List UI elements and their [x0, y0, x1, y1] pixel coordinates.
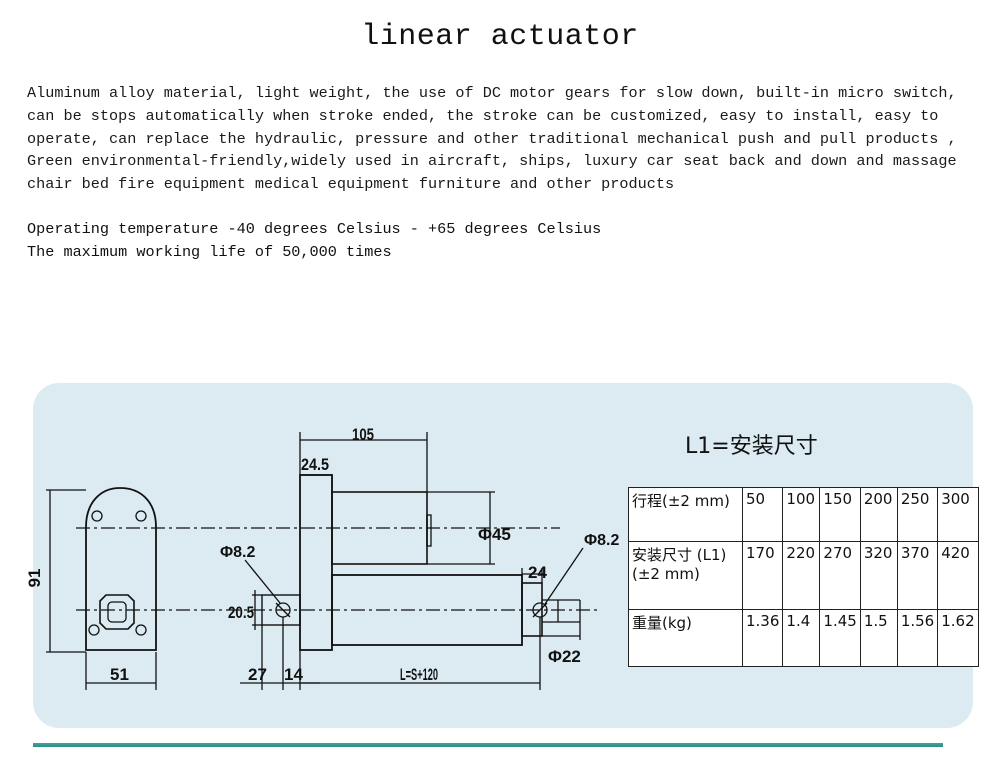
dim-phi8-2-left: Φ8.2: [220, 544, 255, 561]
table-cell: 1.36: [741, 609, 784, 667]
table-cell: 220: [782, 541, 821, 610]
spec-table: 行程(±2 mm) 50 100 150 200 250 300 安装尺寸 (L…: [628, 487, 979, 667]
motor-square-inner: [107, 601, 127, 623]
description: Aluminum alloy material, light weight, t…: [27, 82, 987, 196]
motor-flange: [299, 474, 333, 651]
dim-91: 91: [25, 569, 44, 588]
description-line: operate, can replace the hydraulic, pres…: [27, 129, 957, 148]
dim-14: 14: [284, 665, 303, 684]
table-cell: 370: [896, 541, 939, 610]
dim-51: 51: [110, 665, 129, 684]
table-cell: 270: [819, 541, 861, 610]
table-cell: 170: [741, 541, 784, 610]
dim-20-5: 20.5: [228, 603, 254, 622]
row-label-stroke: 行程(±2 mm): [628, 487, 743, 542]
description-line: chair bed fire equipment medical equipme…: [27, 175, 675, 194]
spec-working-life: The maximum working life of 50,000 times: [27, 243, 392, 261]
dim-105: 105: [352, 425, 374, 444]
dim-27: 27: [248, 665, 267, 684]
row-label-install-size: 安装尺寸 (L1)(±2 mm): [628, 541, 743, 610]
spec-list: Operating temperature -40 degrees Celsiu…: [27, 218, 601, 264]
description-line: can be stops automatically when stroke e…: [27, 106, 939, 125]
dim-l-formula: L=S+120: [400, 665, 438, 684]
table-cell: 1.5: [859, 609, 898, 667]
description-line: Aluminum alloy material, light weight, t…: [27, 84, 957, 102]
table-row: 安装尺寸 (L1)(±2 mm) 170 220 270 320 370 420: [628, 541, 979, 610]
table-cell: 150: [819, 487, 861, 542]
table-row: 重量(kg) 1.36 1.4 1.45 1.5 1.56 1.62: [628, 609, 979, 667]
table-title: L1=安装尺寸: [685, 434, 818, 459]
dim-phi22: Φ22: [548, 647, 581, 666]
table-cell: 300: [937, 487, 979, 542]
row-label-weight: 重量(kg): [628, 609, 743, 667]
mount-hole-bottom-left: [88, 624, 100, 636]
rear-clevis: [261, 594, 301, 626]
inner-rod: [521, 582, 543, 637]
mount-hole-bottom-right: [135, 624, 147, 636]
page-title: linear actuator: [361, 20, 639, 54]
table-cell: 320: [859, 541, 898, 610]
mount-bracket-outline: [85, 487, 157, 651]
spec-operating-temperature: Operating temperature -40 degrees Celsiu…: [27, 220, 602, 238]
motor-square: [99, 594, 135, 630]
table-cell: 200: [859, 487, 898, 542]
table-cell: 1.62: [937, 609, 979, 667]
table-cell: 250: [896, 487, 939, 542]
table-row: 行程(±2 mm) 50 100 150 200 250 300: [628, 487, 979, 542]
mount-hole-top-left: [91, 510, 103, 522]
table-cell: 100: [782, 487, 821, 542]
dim-phi8-2-right: Φ8.2: [584, 532, 619, 549]
dim-phi45: Φ45: [478, 525, 511, 544]
table-cell: 1.45: [819, 609, 861, 667]
table-cell: 50: [741, 487, 784, 542]
dim-24-5: 24.5: [301, 455, 329, 474]
description-line: Green environmental-friendly,widely used…: [27, 152, 957, 171]
bottom-divider: [33, 743, 943, 747]
table-cell: 1.56: [896, 609, 939, 667]
table-cell: 420: [937, 541, 979, 610]
dim-24: 24: [528, 563, 547, 582]
table-cell: 1.4: [782, 609, 821, 667]
mount-hole-top-right: [135, 510, 147, 522]
